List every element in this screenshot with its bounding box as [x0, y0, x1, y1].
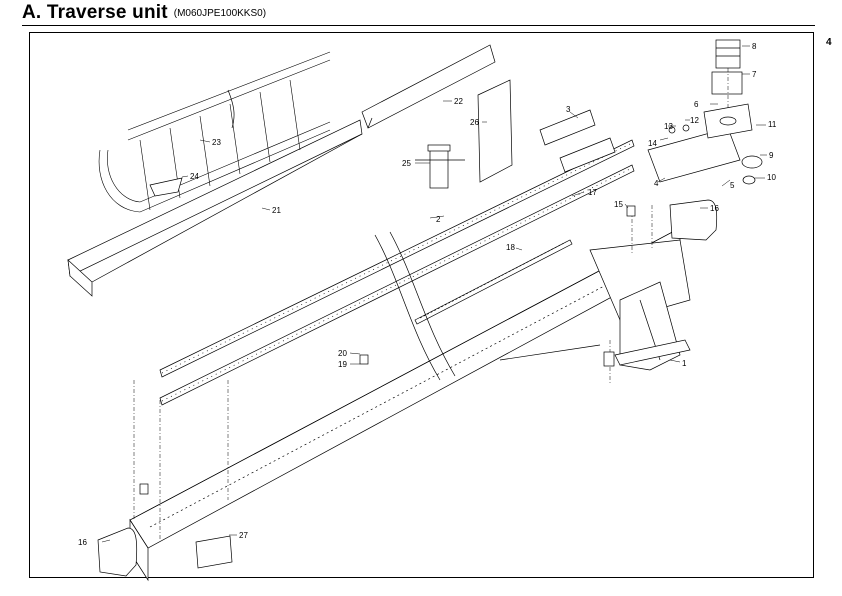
- callout-12: 12: [690, 116, 699, 125]
- cap-10: [742, 175, 756, 185]
- mounting-plate-26: [477, 79, 513, 183]
- leader-lines: [101, 45, 767, 543]
- carriage-plate-4: [647, 127, 741, 183]
- callout-7: 7: [752, 70, 757, 79]
- callout-19: 19: [338, 360, 347, 369]
- callout-25: 25: [402, 159, 411, 168]
- cable-chain-23: [98, 51, 331, 213]
- callout-5: 5: [730, 181, 735, 190]
- page-header: A. Traverse unit (M060JPE100KKS0): [22, 2, 266, 26]
- break-lines: [227, 89, 456, 381]
- rack-18: [414, 239, 573, 325]
- linear-rail-2: [159, 139, 635, 378]
- callout-21: 21: [272, 206, 281, 215]
- callout-8: 8: [752, 42, 757, 51]
- pinion-gear-9: [741, 155, 763, 169]
- callout-17: 17: [588, 188, 597, 197]
- page-number: 4: [826, 37, 832, 48]
- model-code: (M060JPE100KKS0): [173, 8, 267, 19]
- callout-1: 1: [682, 359, 687, 368]
- drawing-frame: [29, 32, 814, 578]
- callout-11: 11: [768, 120, 777, 129]
- callout-20: 20: [338, 349, 347, 358]
- callout-26: 26: [470, 118, 479, 127]
- fasteners: [139, 124, 690, 495]
- callout-16-left: 16: [78, 538, 87, 547]
- callout-15: 15: [614, 200, 623, 209]
- bracket-24: [149, 177, 183, 197]
- plate-27: [195, 535, 233, 569]
- callout-13: 13: [664, 122, 673, 131]
- main-beam: [129, 227, 691, 582]
- motor-assembly: [703, 39, 753, 139]
- carriage-blocks-3: [539, 109, 616, 173]
- callout-18: 18: [506, 243, 515, 252]
- linear-rail-17: [159, 164, 635, 406]
- callout-14: 14: [648, 139, 657, 148]
- callout-23: 23: [212, 138, 221, 147]
- end-cap-16-left: [97, 527, 138, 577]
- cover-plate-22: [361, 44, 496, 129]
- end-stopper-16-right: [669, 199, 718, 241]
- callout-4: 4: [654, 179, 659, 188]
- callout-16-right: 16: [710, 204, 719, 213]
- callout-27: 27: [239, 531, 248, 540]
- callout-labels: 1 2 3 4 5 6 7 8 9 10 11 12 13 14 15 16 1…: [78, 42, 777, 547]
- title-rule: [22, 25, 815, 26]
- callout-9: 9: [769, 151, 774, 160]
- callout-10: 10: [767, 173, 776, 182]
- filter-regulator-25: [415, 144, 465, 189]
- callout-6: 6: [694, 100, 699, 109]
- callout-3: 3: [566, 105, 571, 114]
- callout-24: 24: [190, 172, 199, 181]
- page-title: A. Traverse unit: [22, 2, 168, 23]
- callout-22: 22: [454, 97, 463, 106]
- assembly-lines: [133, 68, 729, 540]
- callout-2: 2: [436, 215, 441, 224]
- cable-tray-21: [67, 119, 363, 297]
